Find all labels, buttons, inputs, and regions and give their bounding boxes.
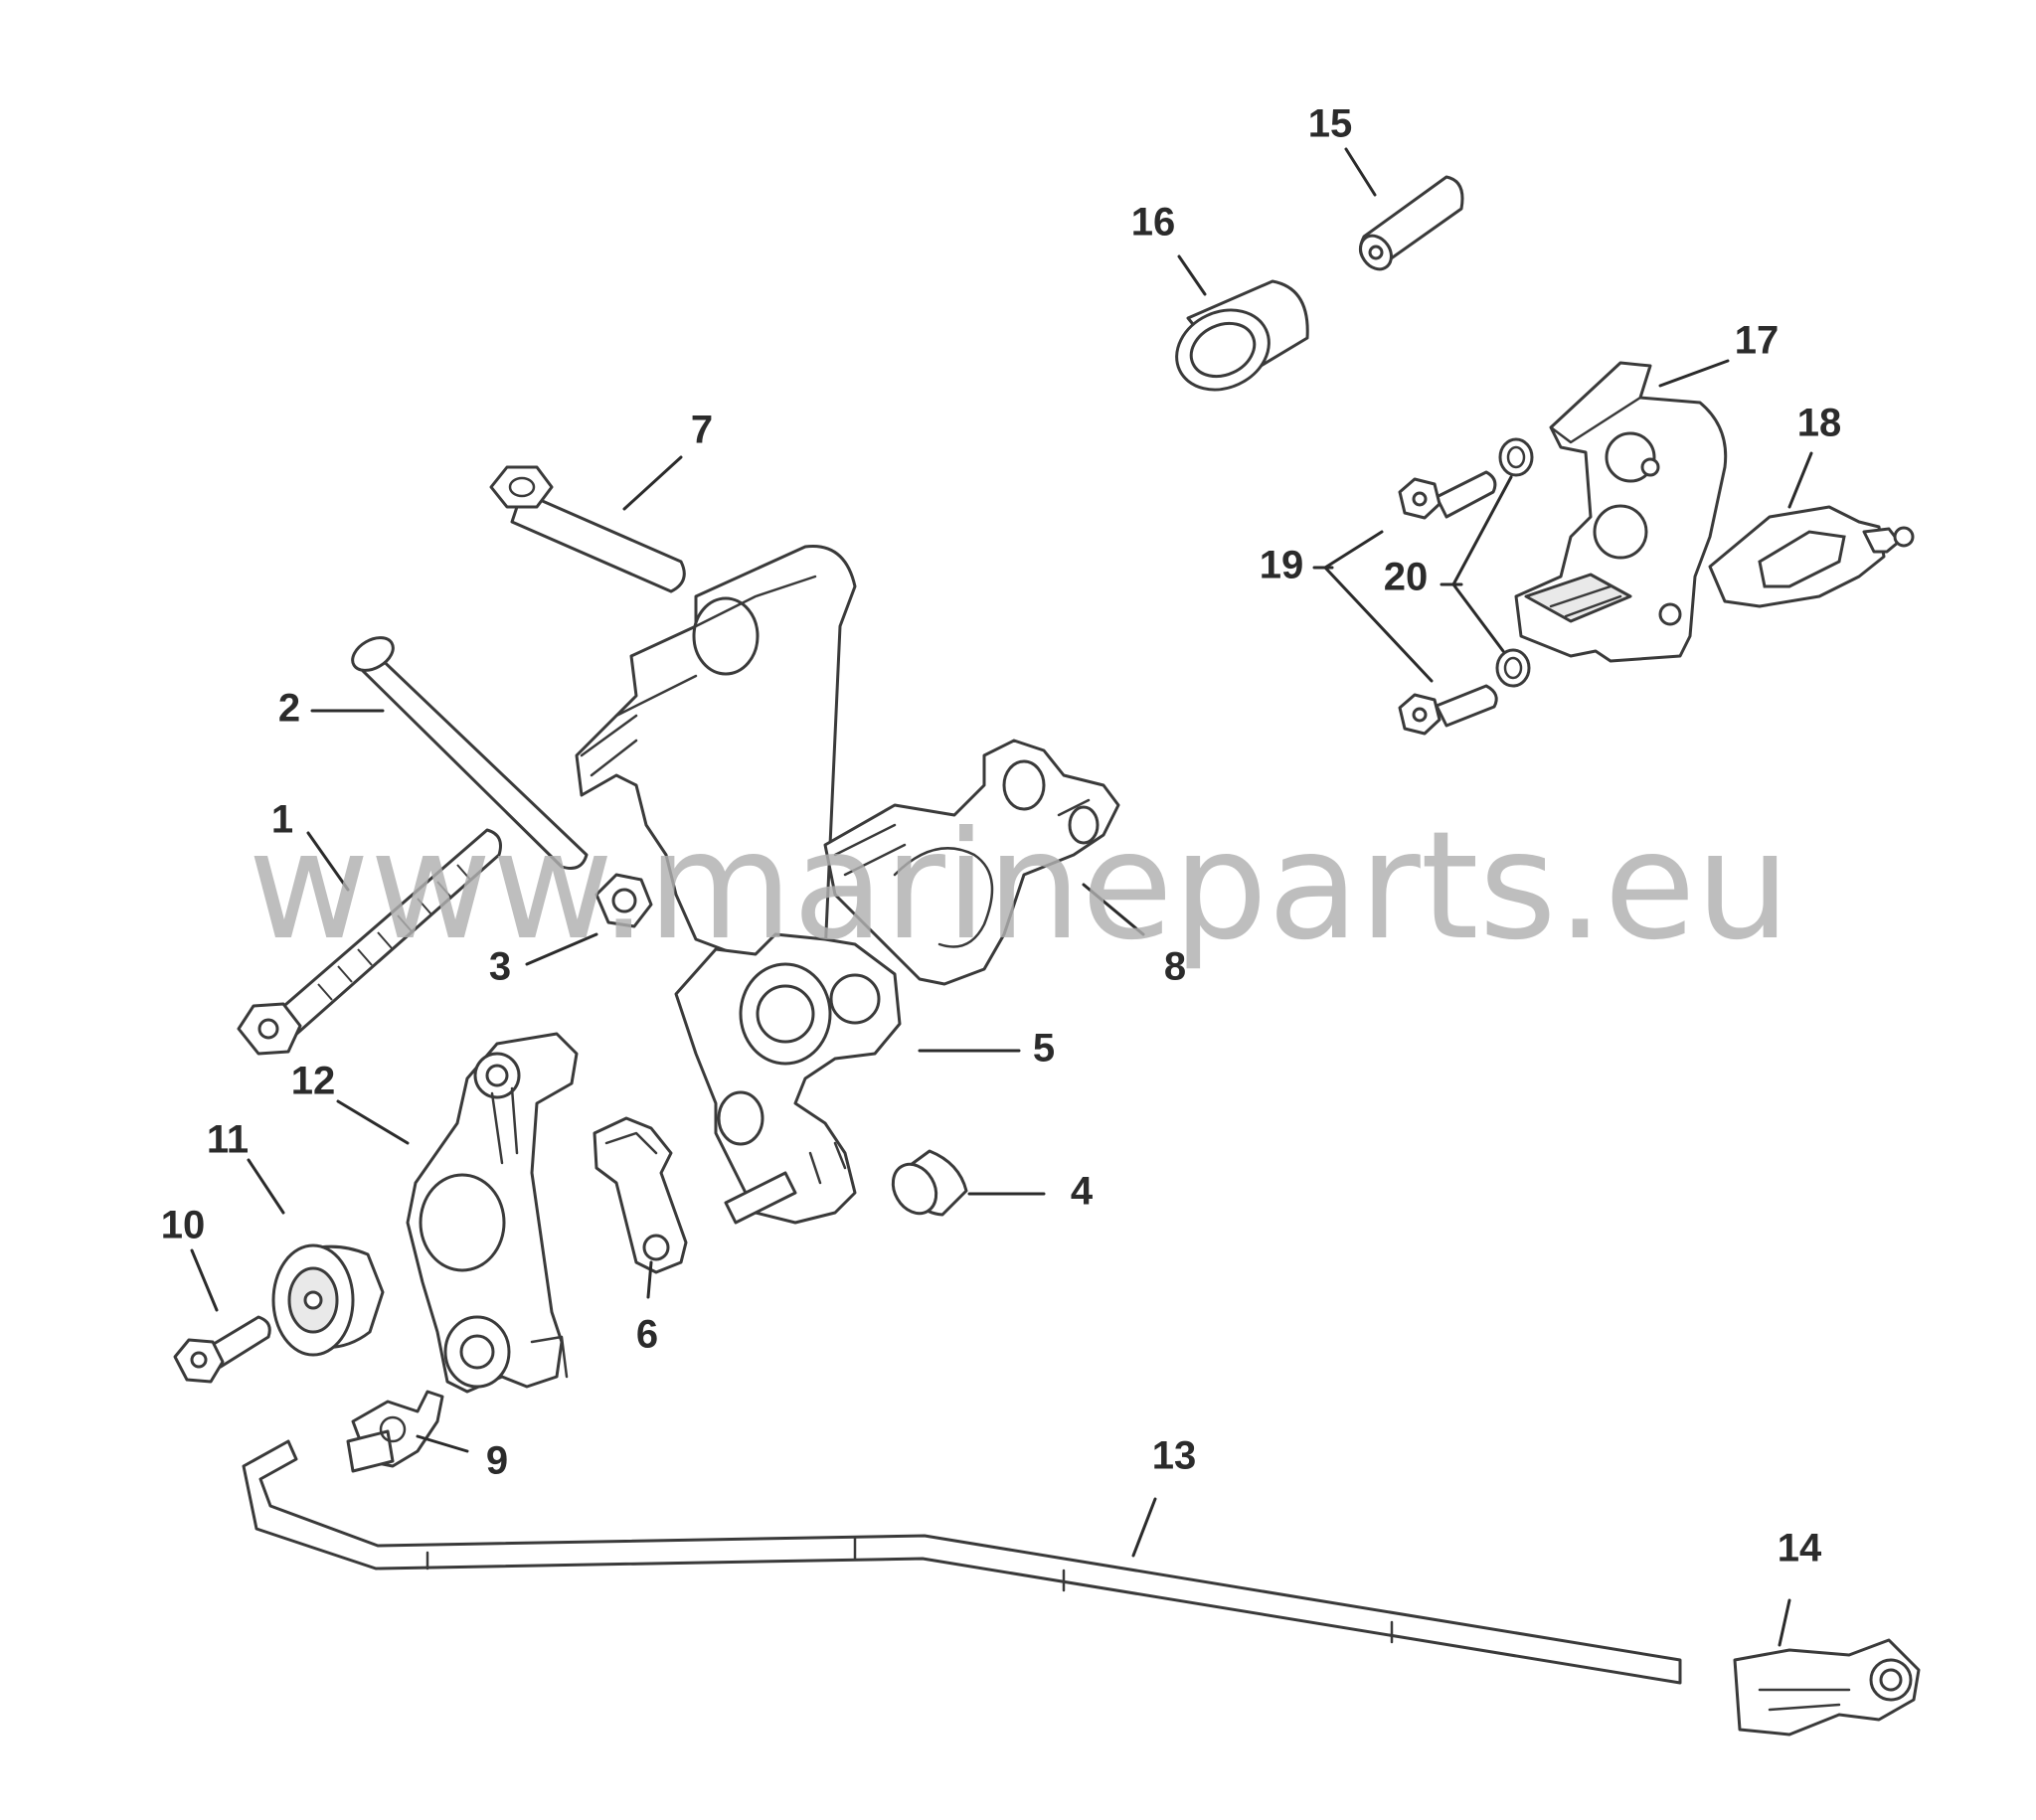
callout-16: 16	[1131, 201, 1176, 245]
callout-3: 3	[489, 945, 511, 989]
callout-10: 10	[161, 1204, 206, 1247]
part-2-pin	[351, 636, 589, 870]
callout-15: 15	[1308, 102, 1353, 146]
part-20-washer-lower	[1495, 648, 1531, 688]
watermark-text: www.marineparts.eu	[248, 800, 1790, 973]
part-16-bushing	[1175, 279, 1309, 392]
part-10-bolt	[173, 1315, 271, 1384]
part-3-nut	[594, 873, 653, 928]
part-12-arm	[406, 1032, 579, 1394]
callout-9: 9	[486, 1439, 508, 1483]
part-7-bolt	[489, 465, 686, 593]
callout-labels: 1 2 3 4 5 6 7 8 9 10 11 12 13 14 15 16 1…	[161, 102, 1842, 1571]
part-13-shift-rod	[242, 1439, 1682, 1685]
main-bracket	[575, 545, 857, 981]
callout-6: 6	[636, 1313, 658, 1357]
part-17-bracket	[1514, 361, 1728, 663]
callout-19: 19	[1260, 544, 1304, 587]
part-11-roller	[271, 1243, 385, 1357]
callout-13: 13	[1152, 1434, 1197, 1478]
callout-14: 14	[1778, 1527, 1822, 1571]
callout-17: 17	[1735, 319, 1780, 363]
part-8-yoke	[823, 739, 1120, 986]
callout-7: 7	[691, 409, 713, 452]
part-1-threaded-bolt	[237, 828, 502, 1056]
part-5-lever	[674, 932, 902, 1225]
part-14-rod-end	[1733, 1638, 1921, 1737]
callout-2: 2	[278, 687, 300, 731]
callout-4: 4	[1071, 1170, 1094, 1214]
part-18-switch	[1708, 505, 1915, 608]
callout-5: 5	[1033, 1027, 1055, 1071]
callout-8: 8	[1164, 945, 1186, 989]
callout-11: 11	[207, 1118, 249, 1162]
part-19-bolt-upper	[1398, 470, 1497, 520]
part-9-fitting	[346, 1390, 444, 1473]
callout-1: 1	[271, 798, 293, 842]
part-19-bolt-lower	[1398, 684, 1498, 736]
part-6-link	[593, 1116, 688, 1274]
callout-18: 18	[1797, 402, 1842, 445]
part-15-sleeve	[1359, 175, 1464, 271]
callout-20: 20	[1384, 556, 1429, 599]
leader-lines	[190, 147, 1813, 1647]
part-4-sleeve	[891, 1149, 968, 1217]
callout-12: 12	[291, 1060, 336, 1103]
part-20-washer-upper	[1498, 437, 1534, 477]
